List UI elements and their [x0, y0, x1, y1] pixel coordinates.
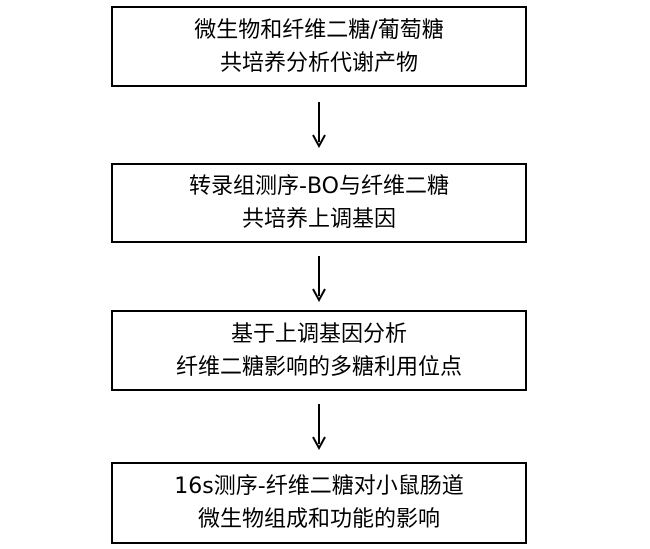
flow-step-1-box: 微生物和纤维二糖/葡萄糖 共培养分析代谢产物: [111, 6, 527, 87]
flow-step-4-line-1: 16s测序-纤维二糖对小鼠肠道: [174, 474, 464, 499]
flow-step-1-line-1: 微生物和纤维二糖/葡萄糖: [194, 17, 444, 43]
flow-arrow-1: [309, 102, 329, 148]
flow-step-1-line-2: 共培养分析代谢产物: [219, 50, 418, 76]
flow-step-4-line-2: 微生物组成和功能的影响: [197, 507, 440, 532]
flow-step-3-line-1: 基于上调基因分析: [230, 321, 407, 347]
flow-step-2-line-1: 转录组测序-BO与纤维二糖: [189, 174, 449, 199]
arrow-down-icon: [312, 256, 326, 302]
flow-arrow-3: [309, 404, 329, 450]
flow-step-2-box: 转录组测序-BO与纤维二糖 共培养上调基因: [111, 163, 527, 243]
flow-step-2-line-2: 共培养上调基因: [241, 207, 396, 232]
flow-step-4-box: 16s测序-纤维二糖对小鼠肠道 微生物组成和功能的影响: [111, 462, 527, 544]
arrow-down-icon: [312, 102, 326, 148]
flow-step-3-line-2: 纤维二糖影响的多糖利用位点: [175, 354, 462, 380]
arrow-down-icon: [312, 404, 326, 450]
flow-step-3-box: 基于上调基因分析 纤维二糖影响的多糖利用位点: [111, 310, 527, 391]
flow-arrow-2: [309, 256, 329, 302]
